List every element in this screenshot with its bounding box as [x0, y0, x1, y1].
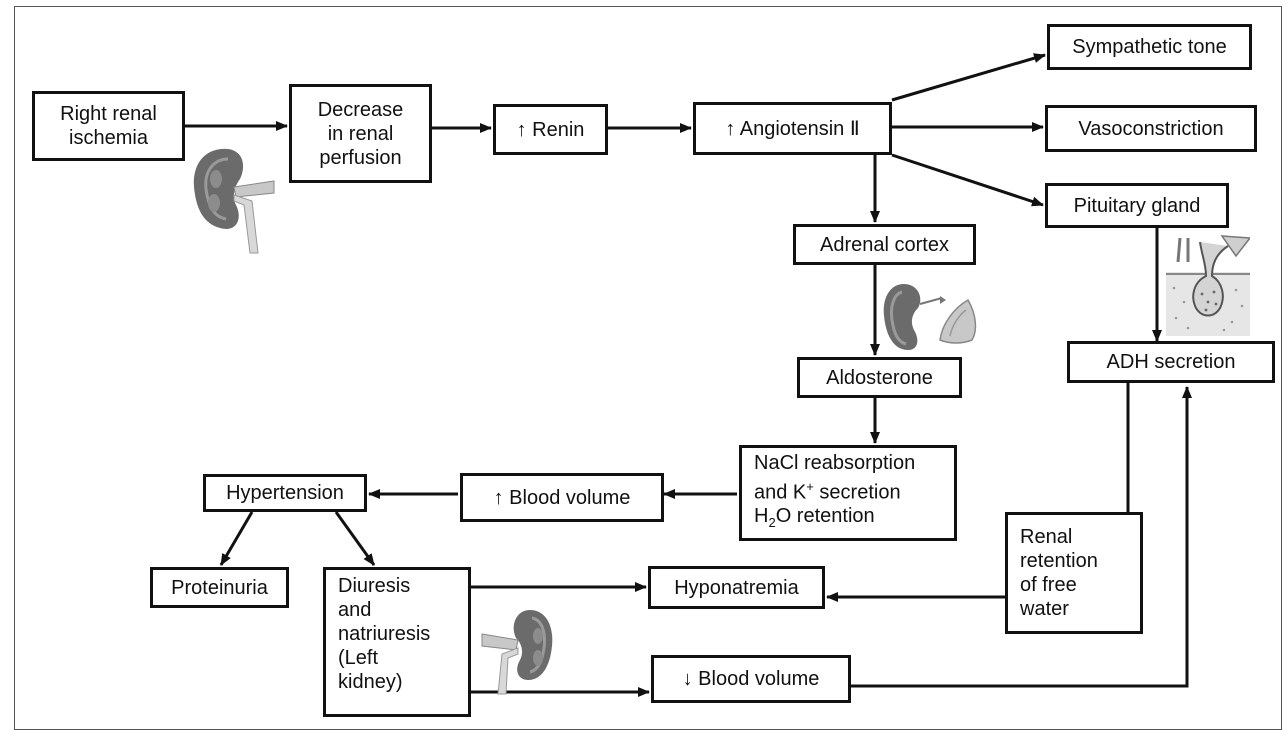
arrow-hypertension-to-proteinuria — [219, 511, 254, 566]
diagram-frame — [14, 6, 1282, 730]
node-pituitary-gland: Pituitary gland — [1045, 183, 1229, 228]
arrow-angiotensin-to-sympathetic — [891, 53, 1046, 102]
node-hyponatremia: Hyponatremia — [648, 566, 825, 609]
node-aldosterone: Aldosterone — [797, 357, 962, 398]
node-decrease-perfusion: Decrease in renal perfusion — [289, 84, 432, 183]
arrow-hypertension-to-diuresis — [334, 511, 376, 566]
kidney-adrenal-icon — [883, 284, 977, 350]
node-proteinuria: Proteinuria — [150, 567, 289, 608]
node-adrenal-cortex: Adrenal cortex — [793, 224, 976, 265]
node-right-renal-ischemia: Right renal ischemia — [32, 91, 185, 161]
node-blood-volume-down: ↓ Blood volume — [651, 655, 851, 703]
kidney-icon — [193, 148, 275, 254]
pituitary-icon — [1166, 235, 1250, 336]
arrow-angiotensin-to-pituitary — [891, 153, 1044, 207]
node-sympathetic-tone: Sympathetic tone — [1047, 24, 1252, 70]
kidney-icon — [481, 610, 553, 695]
node-adh-secretion: ADH secretion — [1067, 341, 1275, 383]
node-angiotensin: ↑ Angiotensin Ⅱ — [693, 102, 892, 155]
arrow-bloodvolume-down-to-adh — [851, 386, 1192, 688]
node-blood-volume-up: ↑ Blood volume — [460, 473, 664, 522]
node-vasoconstriction: Vasoconstriction — [1045, 105, 1257, 152]
node-renin: ↑ Renin — [493, 104, 608, 155]
node-renal-retention: Renal retention of free water — [1005, 512, 1143, 634]
node-diuresis: Diuresis and natriuresis (Left kidney) — [323, 567, 471, 717]
node-hypertension: Hypertension — [203, 474, 367, 512]
node-nacl-reabsorption: NaCl reabsorption and K+ secretion H2O r… — [739, 445, 957, 541]
